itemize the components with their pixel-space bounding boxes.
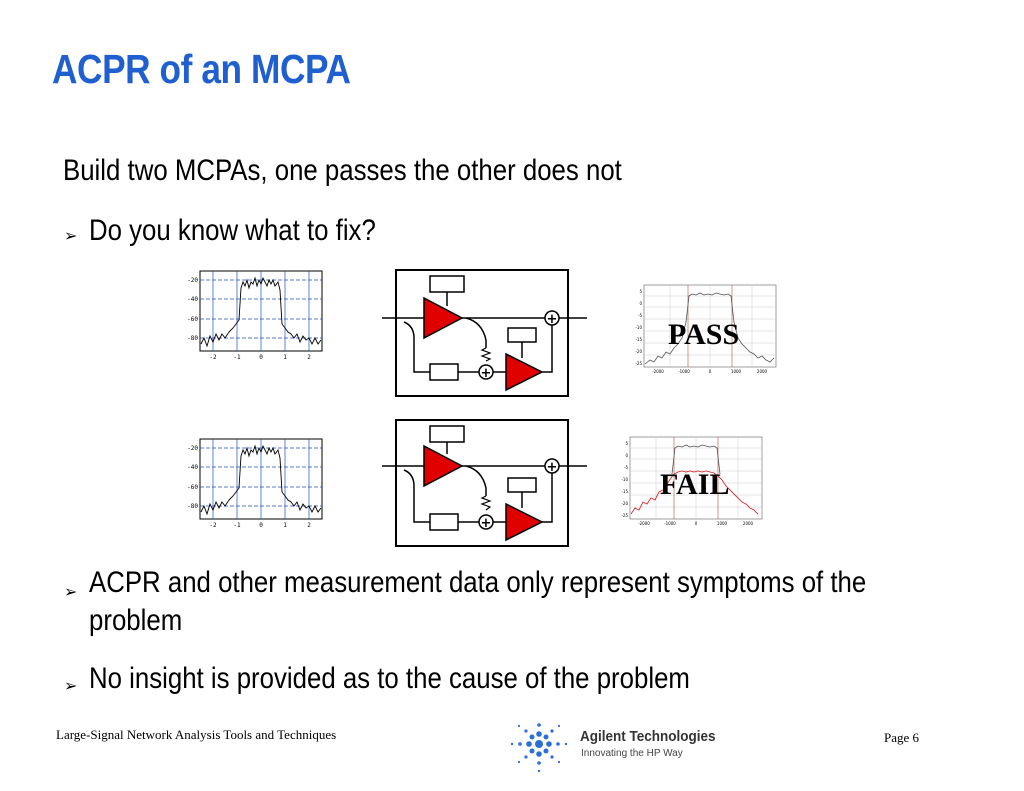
x-tick: 1000 (731, 369, 742, 374)
x-tick: 0 (709, 369, 712, 374)
y-tick: -20 (187, 445, 198, 452)
y-tick: -15 (621, 489, 628, 494)
y-tick: -80 (187, 335, 198, 342)
y-tick: -60 (187, 484, 198, 491)
intro-text: Build two MCPAs, one passes the other do… (63, 154, 622, 187)
bullet-text: ACPR and other measurement data only rep… (89, 566, 867, 599)
x-tick: -1 (233, 354, 241, 361)
spectrum-plot-fail: 5 0 -5 -10 -15 -20 -25 -2000 -1000 0 100… (621, 436, 763, 526)
company-tagline: Innovating the HP Way (581, 748, 683, 759)
mcpa-diagram-bottom: + + (382, 419, 587, 547)
y-tick: -5 (638, 313, 642, 318)
x-tick: -2 (209, 522, 217, 529)
y-tick: -25 (621, 513, 628, 518)
x-tick: 0 (259, 354, 263, 361)
bullet-text-continued: problem (89, 604, 183, 637)
y-tick: -40 (187, 464, 198, 471)
agilent-logo-icon (510, 723, 568, 773)
x-tick: 0 (259, 522, 263, 529)
y-tick: -25 (635, 361, 642, 366)
x-tick: -2000 (652, 369, 664, 374)
x-tick: 2 (307, 522, 311, 529)
x-tick: -1000 (678, 369, 690, 374)
svg-text:+: + (547, 460, 558, 475)
pass-label: PASS (668, 318, 740, 351)
y-tick: -5 (624, 465, 628, 470)
y-tick: 0 (625, 453, 628, 458)
x-tick: -2 (209, 354, 217, 361)
amplifier-icon (423, 296, 464, 340)
bullet-text: No insight is provided as to the cause o… (89, 662, 690, 695)
bullet-arrow-icon: ➢ (64, 676, 78, 695)
x-tick: 0 (695, 521, 698, 526)
fail-label: FAIL (660, 468, 730, 501)
footer-text: Large-Signal Network Analysis Tools and … (56, 727, 337, 742)
x-tick: 2 (307, 354, 311, 361)
resistor-icon (480, 347, 492, 362)
page-number: Page 6 (884, 730, 920, 745)
svg-text:+: + (547, 312, 558, 327)
y-tick: -20 (187, 277, 198, 284)
company-name: Agilent Technologies (580, 728, 716, 745)
amplifier-icon (423, 444, 464, 488)
y-tick: -40 (187, 296, 198, 303)
svg-text:+: + (481, 366, 492, 381)
spectrum-plot-top: -20 -40 -60 -80 -2 -1 0 1 2 (187, 270, 323, 361)
y-tick: -10 (635, 325, 642, 330)
resistor-icon (480, 495, 492, 511)
x-tick: 1000 (717, 521, 728, 526)
x-tick: -1000 (664, 521, 676, 526)
y-tick: 5 (639, 289, 642, 294)
x-tick: -2000 (638, 521, 650, 526)
y-tick: -15 (635, 337, 642, 342)
y-tick: -80 (187, 503, 198, 510)
x-tick: 2000 (757, 369, 768, 374)
y-tick: 0 (639, 301, 642, 306)
bullet-text: Do you know what to fix? (89, 214, 376, 247)
svg-text:+: + (481, 516, 492, 531)
amplifier-icon (505, 352, 544, 392)
amplifier-icon (505, 502, 544, 542)
y-tick: 5 (625, 441, 628, 446)
bullet-arrow-icon: ➢ (64, 226, 78, 245)
x-tick: 1 (283, 522, 287, 529)
x-tick: 2000 (743, 521, 754, 526)
y-tick: -20 (635, 349, 642, 354)
spectrum-plot-bottom: -20 -40 -60 -80 -2 -1 0 1 2 (187, 438, 323, 529)
mcpa-diagram-top: + + (382, 269, 587, 397)
y-tick: -10 (621, 477, 628, 482)
y-tick: -20 (621, 501, 628, 506)
bullet-arrow-icon: ➢ (64, 582, 78, 601)
slide-title: ACPR of an MCPA (52, 46, 351, 92)
x-tick: -1 (233, 522, 241, 529)
x-tick: 1 (283, 354, 287, 361)
y-tick: -60 (187, 316, 198, 323)
spectrum-plot-pass: 5 0 -5 -10 -15 -20 -25 -2000 -1000 0 100… (635, 284, 777, 374)
